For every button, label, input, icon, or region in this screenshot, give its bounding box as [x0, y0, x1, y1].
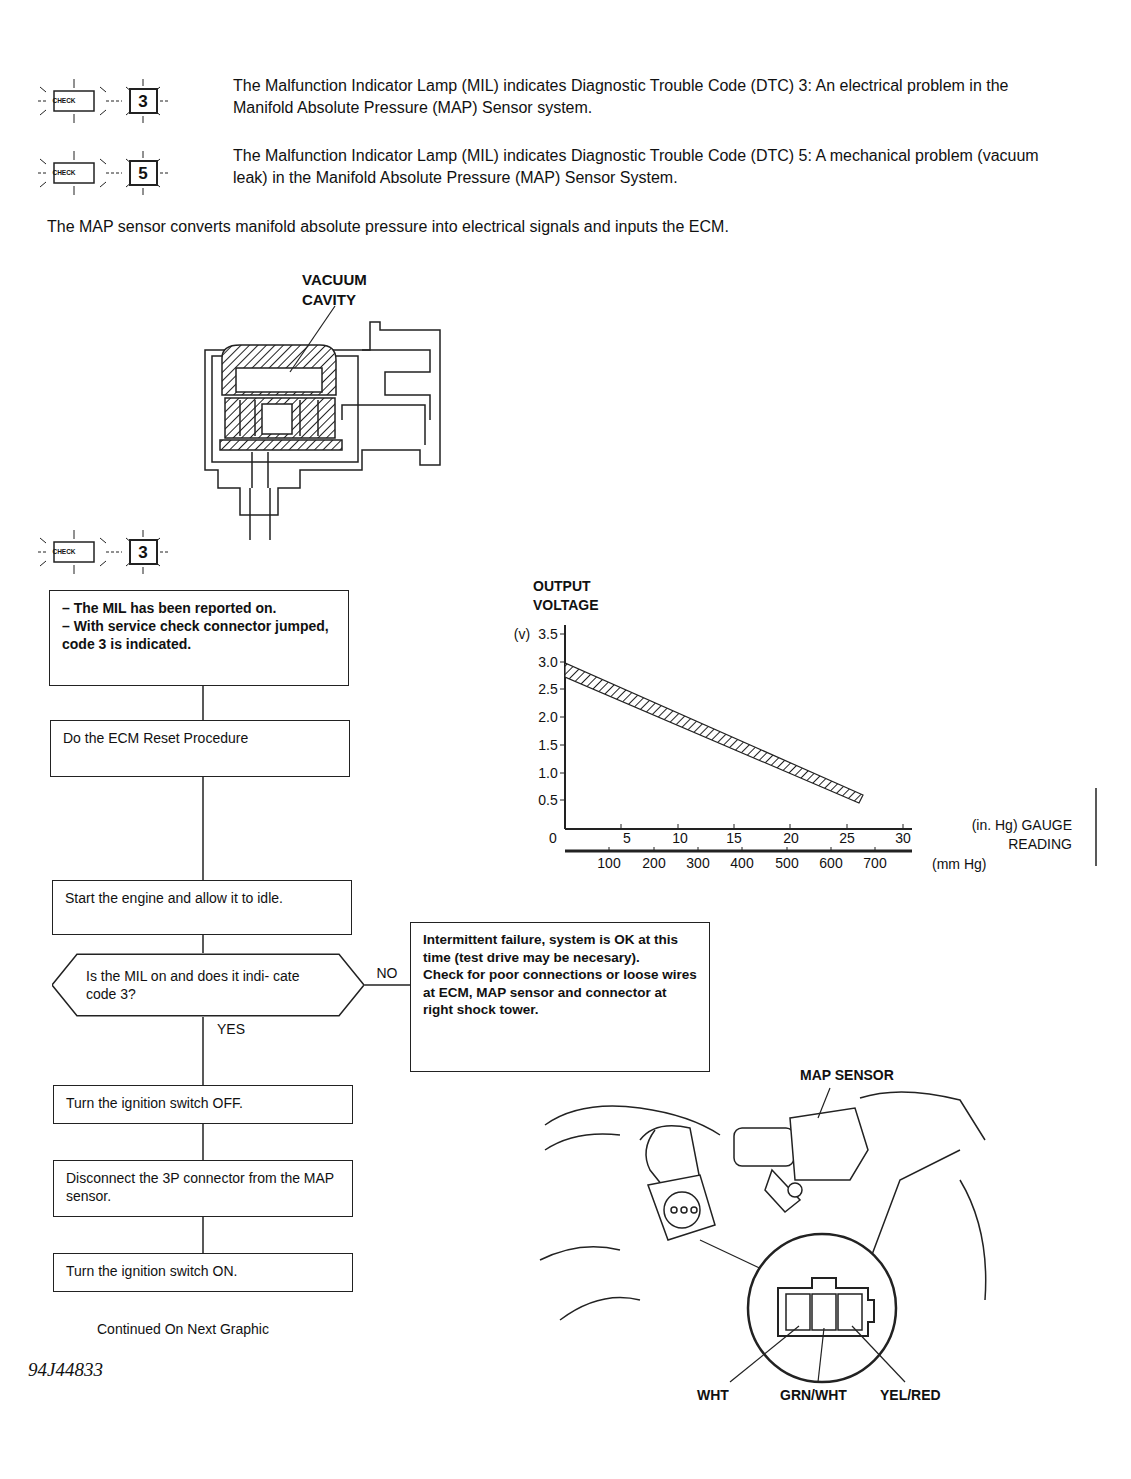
label-text: (mm Hg) [932, 855, 1022, 874]
label-text: The Malfunction Indicator Lamp (MIL) ind… [233, 75, 1073, 118]
label-text: VACUUM CAVITY [302, 270, 402, 311]
process-box: Start the engine and allow it to idle. [52, 880, 352, 935]
label-text: CHECK [52, 98, 75, 105]
label-text: 15 [726, 831, 742, 845]
label-text: 400 [730, 856, 753, 870]
process-box: – The MIL has been reported on. – With s… [49, 590, 349, 686]
label-text: 5 [138, 165, 147, 182]
label-text: 1.0 [538, 766, 557, 780]
label-text: 300 [686, 856, 709, 870]
label-text: 25 [839, 831, 855, 845]
label-text: 3 [138, 93, 147, 110]
node-text: Disconnect the 3P connector from the MAP… [66, 1169, 340, 1205]
label-text: 100 [597, 856, 620, 870]
label-text: MAP SENSOR [800, 1066, 940, 1085]
label-text: 94J44833 [28, 1357, 188, 1383]
label-text: GRN/WHT [780, 1386, 870, 1405]
label-text: WHT [697, 1386, 757, 1405]
label-text: Continued On Next Graphic [97, 1320, 357, 1339]
flow-line [202, 1017, 204, 1085]
label-text: 30 [895, 831, 911, 845]
label-text: YEL/RED [880, 1386, 970, 1405]
label-text: (in. Hg) GAUGE READING [932, 816, 1072, 854]
label-text: CHECK [52, 170, 75, 177]
process-box: Do the ECM Reset Procedure [50, 720, 350, 777]
flow-line [202, 1124, 204, 1160]
node-text: Start the engine and allow it to idle. [65, 889, 339, 907]
label-text: 1.5 [538, 738, 557, 752]
label-text: 2.5 [538, 682, 557, 696]
process-box: Disconnect the 3P connector from the MAP… [53, 1160, 353, 1217]
node-text: – The MIL has been reported on. – With s… [62, 599, 336, 654]
decision-outline [52, 953, 364, 1017]
label-text: 10 [672, 831, 688, 845]
flow-line [202, 935, 204, 953]
label-text: 0.5 [538, 793, 557, 807]
label-text: The Malfunction Indicator Lamp (MIL) ind… [233, 145, 1073, 188]
node-text: Do the ECM Reset Procedure [63, 729, 337, 747]
process-box: Turn the ignition switch OFF. [53, 1085, 353, 1124]
label-text: 3 [138, 544, 147, 561]
flow-line [202, 777, 204, 880]
decision-diamond: Is the MIL on and does it indi- cate cod… [52, 953, 364, 1017]
label-text: 600 [819, 856, 842, 870]
label-text: 2.0 [538, 710, 557, 724]
label-text: 3.5 [538, 627, 557, 641]
label-text: 700 [863, 856, 886, 870]
label-text: (v) [514, 627, 530, 641]
node-text: Turn the ignition switch OFF. [66, 1094, 340, 1112]
label-text: 3.0 [538, 655, 557, 669]
node-text: Turn the ignition switch ON. [66, 1262, 340, 1280]
label-text: CHECK [52, 549, 75, 556]
label-text: The MAP sensor converts manifold absolut… [47, 216, 1047, 238]
label-text: 0 [549, 831, 557, 845]
label-text: OUTPUT VOLTAGE [533, 577, 643, 615]
process-box: Turn the ignition switch ON. [53, 1253, 353, 1292]
label-text: 200 [642, 856, 665, 870]
label-text: 5 [623, 831, 631, 845]
label-text: 20 [783, 831, 799, 845]
edge-label: YES [215, 1021, 247, 1037]
flow-line [202, 686, 204, 720]
edge-label: NO [375, 965, 400, 981]
node-text: Is the MIL on and does it indi- cate cod… [86, 967, 330, 1003]
node-text: Intermittent failure, system is OK at th… [423, 931, 697, 966]
flow-line [364, 984, 410, 986]
flow-line [202, 1217, 204, 1253]
node-text: Check for poor connections or loose wire… [423, 966, 697, 1019]
process-box: Intermittent failure, system is OK at th… [410, 922, 710, 1072]
label-text: 500 [775, 856, 798, 870]
